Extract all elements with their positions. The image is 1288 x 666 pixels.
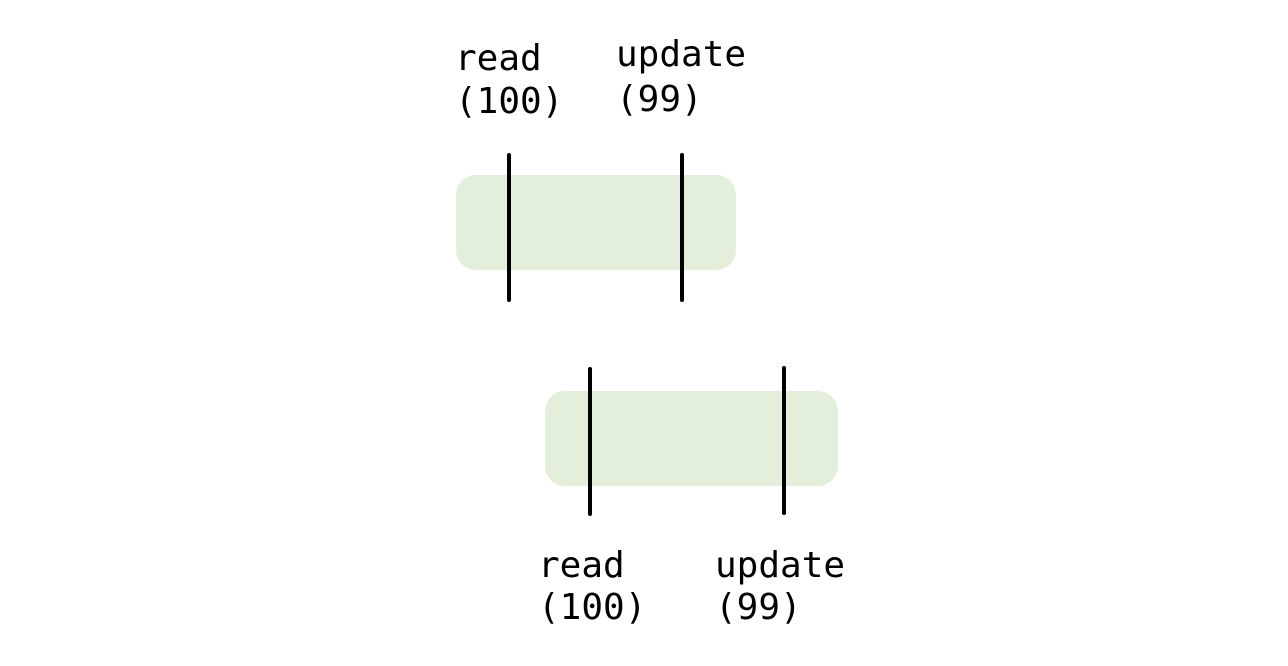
transaction-2-read-value: (100) — [538, 587, 646, 628]
transaction-2: read (100) update (99) — [538, 366, 845, 628]
transaction-1-update-value: (99) — [616, 79, 703, 120]
transaction-2-update-label: update — [715, 545, 845, 586]
transaction-2-update-value: (99) — [715, 587, 802, 628]
transaction-1-bar — [456, 175, 736, 270]
transaction-1: read (100) update (99) — [455, 34, 746, 302]
transaction-1-read-label: read — [455, 38, 542, 79]
transaction-1-read-value: (100) — [455, 81, 563, 122]
transaction-2-bar — [545, 391, 838, 486]
transaction-1-update-label: update — [616, 34, 746, 75]
transaction-2-read-label: read — [538, 545, 625, 586]
